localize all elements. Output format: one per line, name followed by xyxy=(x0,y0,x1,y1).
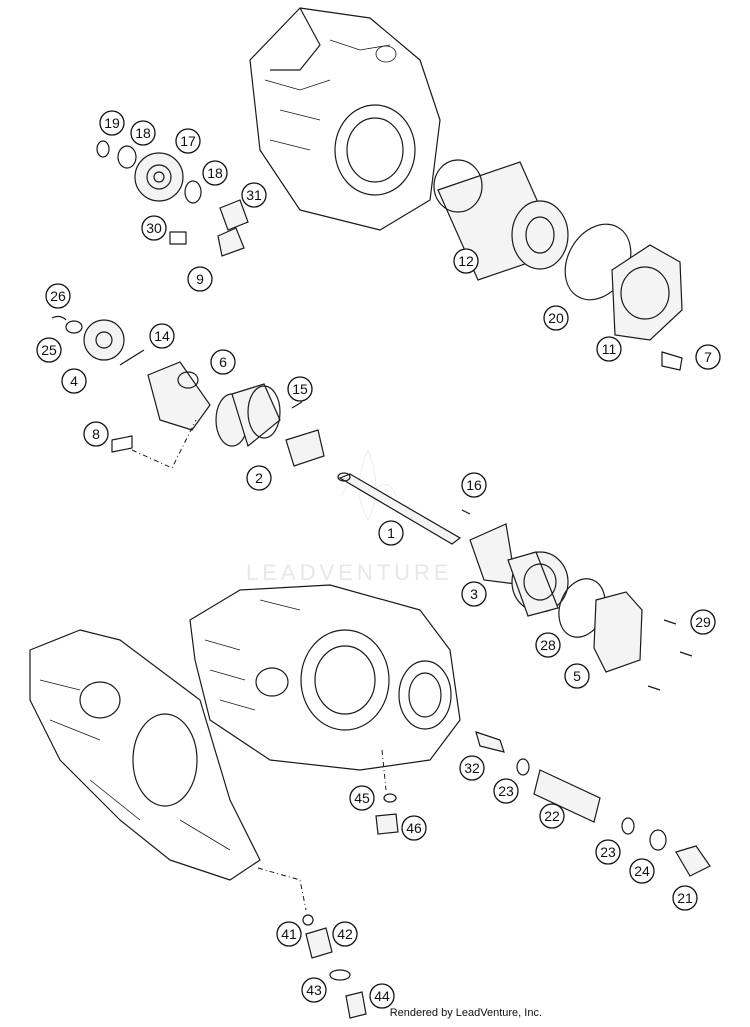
callout-9: 9 xyxy=(187,266,213,292)
svg-text:46: 46 xyxy=(406,820,422,836)
callout-7: 7 xyxy=(695,344,721,370)
callout-23: 23 xyxy=(493,778,519,804)
svg-text:8: 8 xyxy=(92,426,100,442)
pump-shaft xyxy=(337,472,471,545)
callout-19: 19 xyxy=(99,110,125,136)
callout-28: 28 xyxy=(535,632,561,658)
svg-text:25: 25 xyxy=(41,342,57,358)
oil-pump-gear-parts xyxy=(51,315,211,469)
svg-text:44: 44 xyxy=(374,988,390,1004)
svg-text:16: 16 xyxy=(466,477,482,493)
bottom-plug-parts xyxy=(302,914,367,1019)
callout-18: 18 xyxy=(130,120,156,146)
callout-29: 29 xyxy=(690,609,716,635)
svg-text:1: 1 xyxy=(387,525,395,541)
svg-text:11: 11 xyxy=(602,341,617,357)
callout-43: 43 xyxy=(301,977,327,1003)
svg-text:21: 21 xyxy=(677,890,693,906)
svg-text:31: 31 xyxy=(246,187,262,203)
filter-cover-assembly xyxy=(564,223,683,371)
svg-text:45: 45 xyxy=(354,790,370,806)
callout-30: 30 xyxy=(141,215,167,241)
callout-42: 42 xyxy=(332,921,358,947)
callout-8: 8 xyxy=(83,421,109,447)
callout-12: 12 xyxy=(453,248,479,274)
callout-2: 2 xyxy=(246,465,272,491)
lower-engine-case xyxy=(189,584,461,791)
pump-housing-assembly xyxy=(469,523,693,691)
callout-44: 44 xyxy=(369,983,395,1009)
callout-41: 41 xyxy=(276,921,302,947)
svg-text:41: 41 xyxy=(281,926,297,942)
svg-text:15: 15 xyxy=(292,381,308,397)
svg-text:43: 43 xyxy=(306,982,322,998)
svg-text:20: 20 xyxy=(548,310,564,326)
callout-23: 23 xyxy=(595,839,621,865)
callout-4: 4 xyxy=(61,368,87,394)
callout-3: 3 xyxy=(461,581,487,607)
callout-25: 25 xyxy=(36,337,62,363)
svg-text:26: 26 xyxy=(50,288,66,304)
callout-20: 20 xyxy=(543,305,569,331)
callout-18: 18 xyxy=(202,160,228,186)
left-crankcase xyxy=(29,629,307,911)
callout-16: 16 xyxy=(461,472,487,498)
svg-text:2: 2 xyxy=(255,470,263,486)
svg-text:42: 42 xyxy=(337,926,353,942)
svg-text:12: 12 xyxy=(458,253,474,269)
callout-5: 5 xyxy=(564,663,590,689)
svg-text:7: 7 xyxy=(704,349,712,365)
callout-31: 31 xyxy=(241,182,267,208)
callout-15: 15 xyxy=(287,376,313,402)
watermark-logo: LEADVENTURE xyxy=(246,448,453,585)
svg-text:18: 18 xyxy=(207,165,223,181)
callout-32: 32 xyxy=(459,755,485,781)
callout-22: 22 xyxy=(539,803,565,829)
oil-pump-drive-parts xyxy=(96,140,249,257)
svg-text:23: 23 xyxy=(600,844,616,860)
callout-11: 11 xyxy=(596,336,622,362)
render-credit: Rendered by LeadVenture, Inc. xyxy=(389,1007,542,1019)
svg-text:18: 18 xyxy=(135,125,151,141)
callout-17: 17 xyxy=(175,128,201,154)
svg-text:29: 29 xyxy=(695,614,711,630)
svg-text:5: 5 xyxy=(573,668,581,684)
callout-labels: 19 18 17 18 31 30 9 12 20 11 7 26 25 4 1… xyxy=(36,110,721,1009)
svg-text:28: 28 xyxy=(540,637,556,653)
svg-text:24: 24 xyxy=(634,863,650,879)
svg-text:19: 19 xyxy=(104,115,120,131)
callout-24: 24 xyxy=(629,858,655,884)
callout-21: 21 xyxy=(672,885,698,911)
watermark-text: LEADVENTURE xyxy=(246,560,453,585)
oil-pump-rotor xyxy=(215,383,325,467)
callout-14: 14 xyxy=(149,323,175,349)
callout-45: 45 xyxy=(349,785,375,811)
svg-text:23: 23 xyxy=(498,783,514,799)
svg-text:3: 3 xyxy=(470,586,478,602)
svg-text:14: 14 xyxy=(154,328,170,344)
callout-1: 1 xyxy=(378,520,404,546)
svg-text:32: 32 xyxy=(464,760,480,776)
svg-text:9: 9 xyxy=(196,271,204,287)
svg-text:4: 4 xyxy=(70,373,78,389)
callout-26: 26 xyxy=(45,283,71,309)
relief-valve-parts xyxy=(375,731,711,877)
callout-46: 46 xyxy=(401,815,427,841)
svg-text:6: 6 xyxy=(219,354,227,370)
svg-text:22: 22 xyxy=(544,808,560,824)
upper-engine-case xyxy=(249,7,441,231)
svg-text:30: 30 xyxy=(146,220,162,236)
callout-6: 6 xyxy=(210,349,236,375)
svg-text:17: 17 xyxy=(180,133,196,149)
